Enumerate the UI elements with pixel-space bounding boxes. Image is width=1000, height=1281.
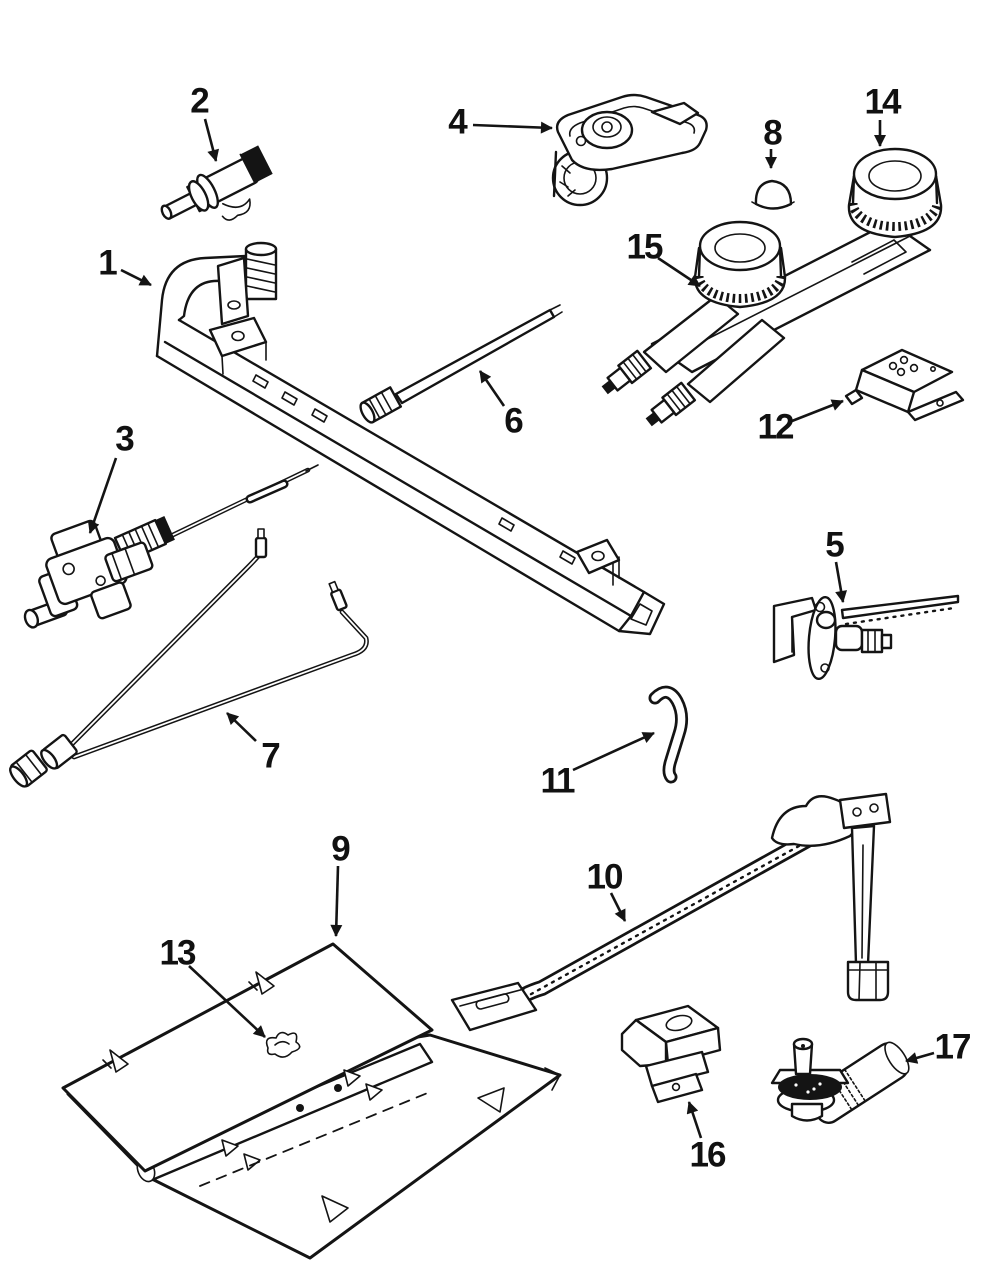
part-13-art (265, 1031, 301, 1058)
callout-arrow-11 (572, 731, 655, 772)
callout-number-14: 14 (865, 83, 902, 122)
part-4-art (551, 93, 708, 207)
part-7-art (9, 528, 369, 788)
callout-number-11: 11 (541, 762, 576, 801)
callout-number-3: 3 (115, 420, 134, 459)
part-9-art (61, 942, 562, 1260)
callout-number-9: 9 (331, 830, 350, 869)
callout-arrow-9 (330, 865, 343, 937)
part-12-art (844, 348, 965, 422)
part-10-art (450, 792, 892, 1032)
callout-arrow-3 (87, 457, 118, 534)
callout-arrow-10 (609, 892, 627, 922)
part-16-art (620, 1004, 722, 1104)
callout-arrow-1 (120, 268, 152, 287)
callout-arrow-5 (834, 561, 848, 603)
callout-number-17: 17 (935, 1028, 970, 1067)
part-2-art (160, 145, 273, 221)
callout-number-12: 12 (758, 408, 794, 447)
callout-number-6: 6 (504, 402, 523, 441)
part-1-art (155, 241, 666, 636)
part-5-art (772, 594, 960, 681)
part-17-art (770, 1037, 910, 1124)
callout-number-7: 7 (261, 737, 279, 776)
part-8-art (751, 179, 795, 210)
part-14-art (847, 147, 943, 239)
callout-arrow-16 (686, 1101, 703, 1139)
callout-number-2: 2 (190, 82, 209, 121)
part-11-art (648, 685, 689, 784)
callout-number-16: 16 (690, 1136, 726, 1175)
callout-arrow-17 (905, 1051, 935, 1064)
callout-number-1: 1 (98, 244, 117, 283)
part-6-art (359, 304, 563, 424)
part-3-art (23, 464, 319, 629)
callout-arrow-6 (478, 370, 506, 407)
callout-number-8: 8 (763, 114, 782, 153)
callout-arrow-2 (203, 118, 220, 162)
callout-arrow-4 (472, 121, 553, 134)
callout-number-4: 4 (448, 103, 468, 142)
part-15-art (601, 220, 932, 427)
callout-number-10: 10 (587, 858, 623, 897)
callout-number-5: 5 (825, 526, 844, 565)
callout-number-13: 13 (160, 934, 196, 973)
callout-number-15: 15 (627, 228, 663, 267)
callout-arrow-12 (791, 399, 844, 423)
callout-arrow-7 (226, 712, 257, 742)
callout-arrow-15 (657, 256, 701, 288)
callout-arrow-13 (188, 965, 266, 1038)
